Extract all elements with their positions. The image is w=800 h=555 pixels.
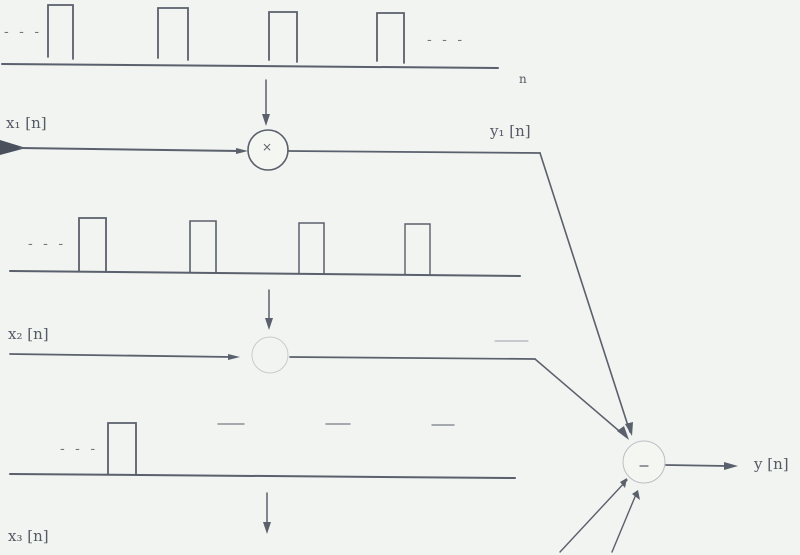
x2-path — [9, 336, 629, 440]
sampling-arrow-1 — [262, 79, 270, 126]
pulse-3-1 — [107, 422, 137, 476]
pulse-train-3-axis — [9, 473, 516, 479]
pulse-1-4 — [376, 12, 405, 64]
pulse-2-4 — [404, 223, 431, 276]
pulse-1-3 — [268, 11, 298, 63]
pulse-train-1 — [1, 4, 499, 69]
ellipsis-train-2: - - - — [28, 236, 67, 252]
sampling-arrow-3 — [263, 492, 271, 534]
ellipsis-train-1-right: - - - — [427, 32, 466, 48]
x1-input-line — [0, 140, 248, 155]
pulse-train-1-axis — [1, 63, 499, 69]
y-output-label: y [n] — [754, 455, 789, 473]
y1-label: y₁ [n] — [490, 122, 531, 140]
multiplier-1 — [247, 129, 289, 171]
sampling-arrow-2 — [265, 289, 273, 330]
y1-output-path — [288, 150, 633, 436]
x1-label: x₁ [n] — [6, 114, 47, 132]
ellipsis-train-1-left: - - - — [4, 24, 43, 40]
x3-label: x₃ [n] — [8, 527, 49, 545]
summing-junction — [622, 440, 666, 484]
x2-label: x₂ [n] — [8, 325, 49, 343]
pulse-2-3 — [298, 222, 325, 275]
pulse-1-2 — [157, 7, 189, 61]
x3-path — [559, 478, 640, 553]
multiplier-2 — [251, 336, 289, 374]
pulse-1-1 — [47, 4, 74, 60]
n-axis-label: n — [519, 72, 527, 86]
y-output-line — [665, 462, 738, 470]
pulse-train-2-axis — [9, 270, 521, 277]
pulse-2-1 — [78, 217, 107, 273]
pulse-2-2 — [189, 220, 217, 274]
multiplier-1-symbol: × — [262, 140, 273, 154]
ellipsis-train-3: - - - — [60, 441, 99, 457]
pulse-train-2 — [9, 217, 521, 277]
pulse-train-3 — [9, 422, 516, 479]
